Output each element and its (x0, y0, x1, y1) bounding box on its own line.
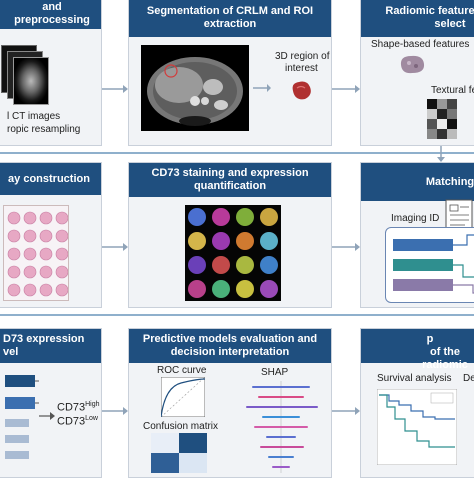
row-separator-1 (0, 152, 474, 154)
panel-title-line2: decision interpretation (170, 346, 290, 358)
panel-header: D73 expression vel (0, 329, 101, 363)
ct-image (13, 57, 49, 105)
panel-matching: Matching Imaging ID (360, 162, 474, 308)
shape-feature-blob-icon (400, 55, 425, 74)
abdominal-ct-illustration (147, 57, 243, 126)
arrow-right-icon (102, 243, 128, 251)
panel-title-line2: vel (3, 346, 19, 358)
panel-title-line1: Segmentation of CRLM and ROI (146, 5, 314, 17)
roi-label-2: interest (285, 63, 318, 74)
arrow-right-icon (332, 85, 360, 93)
roi-label-1: 3D region of (275, 51, 330, 62)
panel-header: Segmentation of CRLM and ROI extraction (129, 0, 331, 37)
3d-roi-icon (292, 81, 311, 100)
tma-cores-illustration (7, 211, 68, 297)
arrow-right-icon (332, 407, 360, 415)
shap-beeswarm-chart (246, 381, 318, 473)
panel-header: CD73 staining and expression quantificat… (129, 163, 331, 197)
document-icon (445, 199, 473, 233)
panel-header: Radiomic feature select (361, 0, 474, 37)
panel-header: ay construction (0, 163, 101, 195)
decision-tree-diagram (5, 375, 39, 459)
panel-cd73-staining: CD73 staining and expression quantificat… (128, 162, 332, 308)
panel-header: Assessment of the p of the radiomic (361, 329, 474, 371)
panel-cd73-expression-level: D73 expression vel CD73High CD73Low (0, 328, 102, 478)
shap-label: SHAP (261, 367, 289, 378)
kaplan-meier-chart (377, 389, 457, 465)
arrow-right-icon (102, 407, 128, 415)
panel-tma-construction: ay construction (0, 162, 102, 308)
panel-header: and preprocessing (0, 0, 101, 29)
roc-curve-chart (161, 377, 205, 417)
id-bar-blue (393, 239, 453, 251)
panel-feature-selection: Radiomic feature select Shape-based feat… (360, 0, 474, 146)
panel-title-line2: select (434, 18, 466, 30)
id-bar-teal (393, 259, 453, 271)
arrow-down-icon (437, 146, 445, 162)
tissue-microarray-slide (3, 205, 69, 301)
panel-header: Matching (361, 163, 474, 201)
panel-preprocessing: and preprocessing l CT images ropic resa… (0, 0, 102, 146)
fluorescence-tma-image (185, 205, 281, 301)
panel-title: Matching (425, 175, 474, 188)
confusion-matrix-label: Confusion matrix (143, 421, 219, 432)
panel-title-line2: quantification (193, 180, 267, 192)
textural-features-label: Textural fe (431, 85, 474, 96)
row-separator-2 (0, 314, 474, 316)
arrow-right-icon (39, 412, 55, 420)
panel-title-line2: of the radiomic (422, 346, 468, 371)
imaging-id-label: Imaging ID (391, 213, 440, 224)
panel-title-line1: Radiomic feature (385, 5, 474, 17)
panel-title-line1: Predictive models evaluation and (142, 333, 318, 345)
ct-segmentation-image (141, 45, 249, 131)
panel-title-line1: Assessment of the p (381, 329, 474, 345)
roc-curve-label: ROC curve (157, 365, 207, 376)
cd73-low-label: CD73Low (57, 415, 98, 428)
panel-segmentation: Segmentation of CRLM and ROI extraction … (128, 0, 332, 146)
arrow-right-icon (102, 85, 128, 93)
panel-clinical-assessment: Assessment of the p of the radiomic Surv… (360, 328, 474, 478)
decision-curve-label: De (463, 373, 474, 384)
preprocessing-label-2: ropic resampling (7, 124, 81, 135)
arrow-right-icon (253, 84, 271, 92)
id-bar-purple (393, 279, 453, 291)
panel-header: Predictive models evaluation and decisio… (129, 329, 331, 363)
panel-title-line2: extraction (203, 18, 257, 30)
arrow-right-icon (332, 243, 360, 251)
survival-analysis-label: Survival analysis (377, 373, 452, 384)
panel-title-line1: D73 expression (3, 333, 85, 345)
preprocessing-label-1: l CT images (7, 111, 61, 122)
confusion-matrix-chart (151, 433, 207, 473)
panel-title: and preprocessing (14, 1, 90, 26)
shape-features-label: Shape-based features (371, 39, 470, 50)
panel-title-line1: CD73 staining and expression (151, 167, 309, 179)
texture-matrix-icon (427, 99, 457, 139)
matching-connector-lines (453, 234, 474, 294)
panel-title: ay construction (8, 172, 90, 185)
cd73-high-label: CD73High (57, 401, 100, 414)
panel-model-evaluation: Predictive models evaluation and decisio… (128, 328, 332, 478)
fluorescence-cores-illustration (188, 208, 278, 298)
